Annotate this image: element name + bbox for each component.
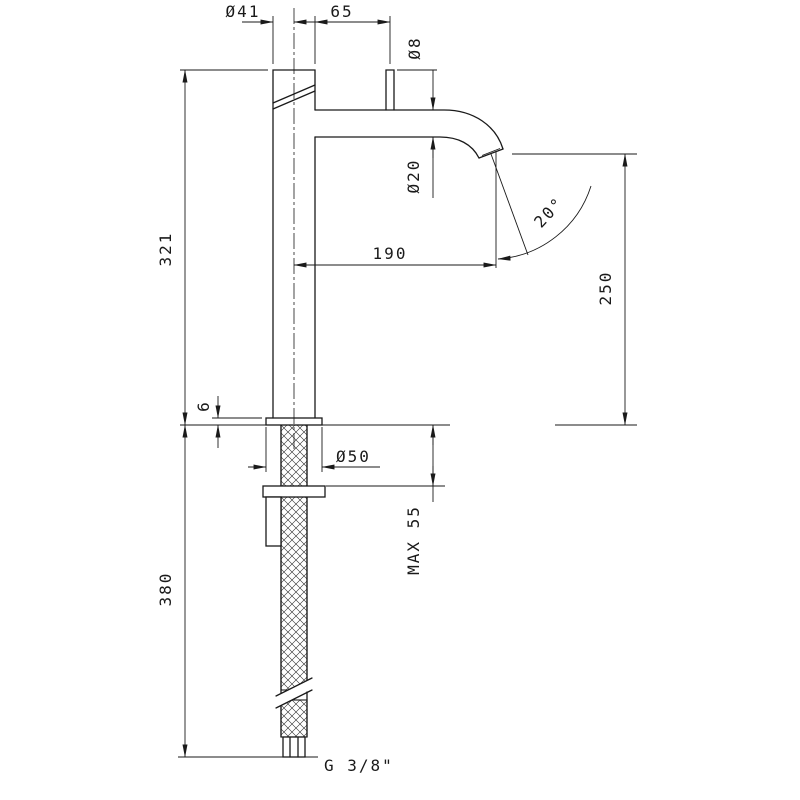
mounting-stud	[265, 496, 282, 547]
hose-end-fitting-facets	[289, 736, 299, 758]
dim-base-diameter-extension-lines	[265, 427, 323, 472]
hose-break-gap	[276, 678, 312, 708]
hose-edges	[280, 424, 308, 738]
stream-angle-arc	[497, 185, 592, 261]
hose-end-fitting	[282, 736, 306, 758]
dim-label-handle-diameter: Ø8	[405, 36, 424, 59]
dim-label-spout-tube-diameter: Ø20	[404, 159, 423, 194]
dim-label-hose-length: 380	[156, 572, 175, 607]
dim-label-max-deck-thickness: MAX 55	[404, 505, 423, 575]
mounting-nut	[262, 485, 326, 498]
control-stick-outline	[385, 69, 395, 111]
dim-label-handle-offset: 65	[330, 2, 353, 21]
dim-label-connection-thread: G 3/8"	[324, 756, 394, 775]
dim-label-body-diameter: Ø41	[226, 2, 261, 21]
spout-top-outline	[314, 109, 504, 150]
dim-label-outlet-height: 250	[596, 271, 615, 306]
spout-outlet-face	[478, 148, 504, 159]
flex-hose-braid-upper	[280, 496, 308, 691]
stream-angle-line	[490, 153, 529, 256]
dim-label-base-diameter: Ø50	[336, 447, 371, 466]
break-symbol-lines	[275, 677, 313, 709]
aerator-line	[481, 148, 501, 156]
dim-label-height: 321	[156, 232, 175, 267]
dim-label-reach: 190	[373, 244, 408, 263]
flex-hose-braid-lower	[280, 699, 308, 738]
spout-bottom-outline	[314, 136, 480, 159]
dim-label-plate-height: 6	[194, 400, 213, 412]
